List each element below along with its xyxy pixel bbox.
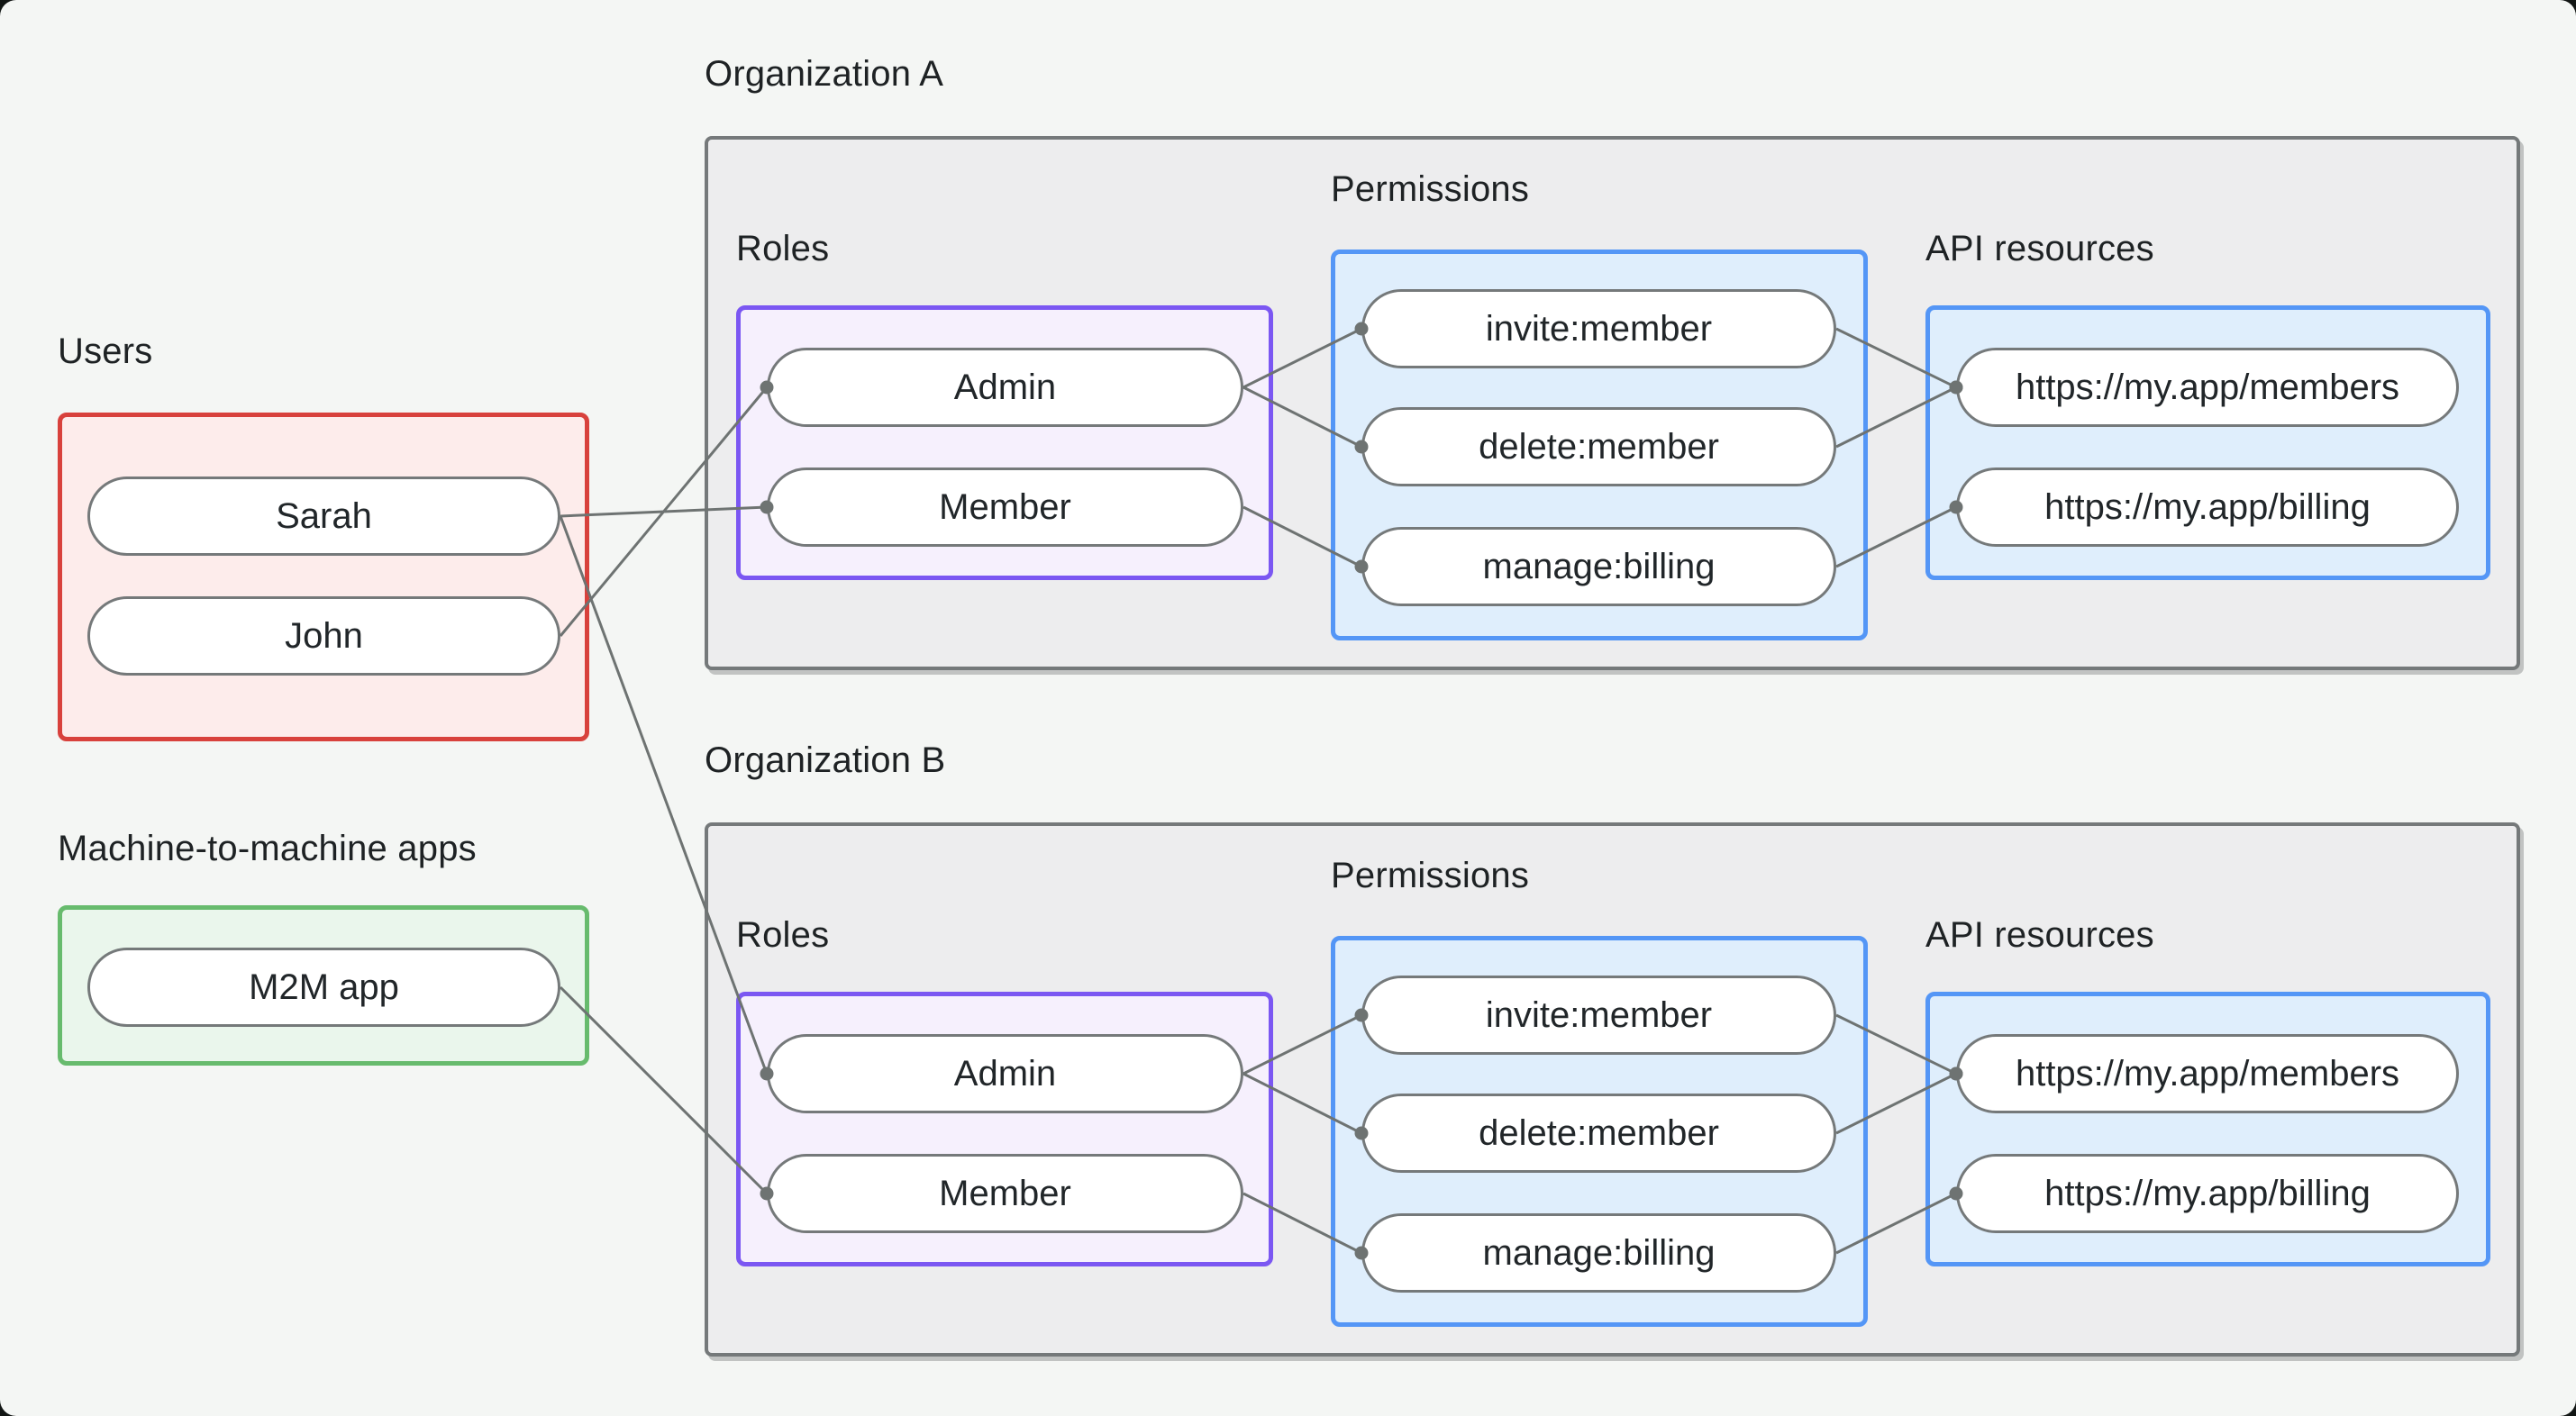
node-pill-deleteB: delete:member [1361,1094,1836,1173]
node-pill-adminA: Admin [767,348,1243,427]
org-a-permissions-label: Permissions [1331,169,1530,209]
node-pill-inviteB: invite:member [1361,976,1836,1055]
node-pill-manageB: manage:billing [1361,1213,1836,1293]
org-b-title: Organization B [705,740,946,780]
node-pill-memberA: Member [767,467,1243,547]
m2m-section-label: Machine-to-machine apps [58,829,477,868]
node-pill-membersB: https://my.app/members [1956,1034,2459,1113]
node-pill-inviteA: invite:member [1361,289,1836,368]
node-pill-john: John [87,596,560,676]
org-b-api-resources-label: API resources [1925,915,2154,955]
org-b-permissions-label: Permissions [1331,856,1530,895]
org-a-api-resources-label: API resources [1925,229,2154,268]
node-pill-manageA: manage:billing [1361,527,1836,606]
node-pill-memberB: Member [767,1154,1243,1233]
org-b-roles-label: Roles [736,915,830,955]
node-pill-billingB: https://my.app/billing [1956,1154,2459,1233]
org-a-roles-label: Roles [736,229,830,268]
users-section-label: Users [58,331,153,371]
node-pill-billingA: https://my.app/billing [1956,467,2459,547]
node-pill-m2m: M2M app [87,948,560,1027]
node-pill-membersA: https://my.app/members [1956,348,2459,427]
org-a-title: Organization A [705,54,944,94]
node-pill-deleteA: delete:member [1361,407,1836,486]
node-pill-adminB: Admin [767,1034,1243,1113]
node-pill-sarah: Sarah [87,477,560,556]
users-group-box [58,413,589,741]
